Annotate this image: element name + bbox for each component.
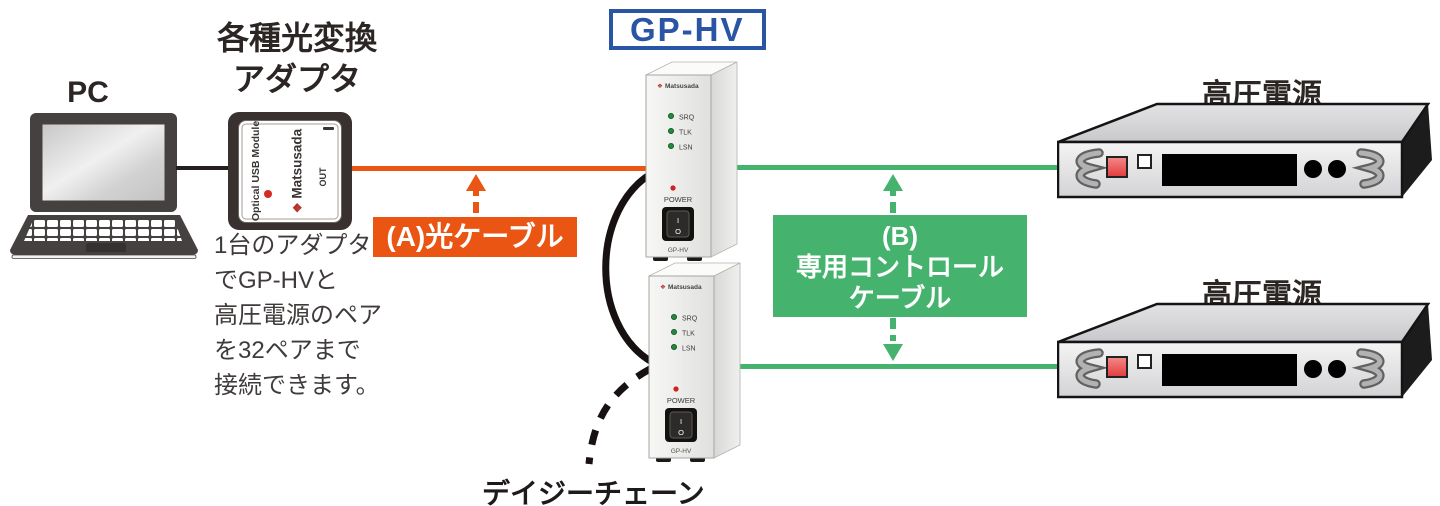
switch-off-mark: O (678, 428, 684, 437)
adapter-note: 1台のアダプタ でGP-HVと 高圧電源のペア を32ペアまで 接続できます。 (214, 228, 394, 403)
daisy-chain-cable-solid (602, 168, 656, 366)
power-switch-rocker[interactable] (666, 210, 690, 238)
srq-led-label: SRQ (679, 115, 695, 122)
power-switch-rocker[interactable] (669, 411, 693, 439)
arrow-up-icon (466, 174, 486, 191)
optical-usb-adapter: Optical USB Module ❖ Matsusada OUT (228, 112, 352, 230)
pc-label: PC (67, 76, 109, 109)
unit-model-label: GP-HV (668, 247, 689, 254)
unit-side-face (713, 262, 741, 459)
adapter-out-label: OUT (318, 167, 328, 187)
note-line: 高圧電源のペア (214, 302, 382, 329)
gp-hv-unit-1: ❖ Matsusada SRQ TLK LSN POWER I O GP-HV (645, 61, 738, 261)
matsusada-logo-icon: ❖ (660, 284, 666, 291)
unit-brand: Matsusada (668, 284, 702, 291)
psu-left-handle-face (1077, 150, 1102, 187)
gp-hv-unit-2: ❖ Matsusada SRQ TLK LSN POWER I O GP-HV (648, 262, 741, 462)
adapter-side-label: Optical USB Module (250, 120, 262, 222)
tlk-led-label: TLK (682, 331, 695, 338)
control-cable-line-1 (736, 165, 1058, 170)
psu-right-handle-face (1358, 350, 1383, 387)
arrow-dash (890, 318, 896, 329)
laptop-keyboard (24, 218, 182, 241)
srq-led-label: SRQ (682, 316, 698, 323)
switch-off-mark: O (675, 227, 681, 236)
lsn-led-label: LSN (679, 145, 693, 152)
lsn-led-label: LSN (682, 346, 696, 353)
psu-display (1162, 354, 1297, 386)
high-voltage-psu-2 (1057, 302, 1432, 399)
srq-led (667, 113, 674, 120)
arrow-stem (890, 190, 896, 196)
adapter-face: Optical USB Module ❖ Matsusada OUT (238, 120, 342, 223)
power-label: POWER (664, 195, 693, 204)
power-led (670, 185, 676, 191)
adapter-tiny-marking (323, 127, 334, 130)
arrow-dash (473, 202, 479, 213)
switch-on-mark: I (680, 417, 682, 426)
psu-left-handle-face (1077, 350, 1102, 387)
psu-top-face (1057, 302, 1431, 344)
laptop-illustration (10, 113, 198, 259)
cable-b-label-line1: (B) (881, 221, 919, 251)
tlk-led-label: TLK (679, 130, 692, 137)
psu-knob[interactable] (1304, 360, 1322, 378)
daisy-chain-cable-dashed (585, 365, 652, 465)
optical-cable-line (352, 166, 652, 171)
lsn-led (667, 143, 674, 150)
srq-led (670, 314, 677, 321)
psu-side-face (1402, 104, 1432, 197)
switch-on-mark: I (677, 216, 679, 225)
arrow-stem (473, 190, 479, 196)
laptop-trackpad (86, 243, 126, 252)
adapter-heading-line2: アダプタ (232, 61, 361, 97)
tlk-led (667, 128, 674, 135)
cable-a-label: (A)光ケーブル (373, 217, 577, 257)
psu-right-handle-face (1358, 150, 1383, 187)
arrow-stem (890, 335, 896, 341)
unit-side-face (710, 61, 738, 258)
power-led (673, 386, 679, 392)
note-line: 接続できます。 (214, 372, 380, 399)
daisy-chain-cables (585, 168, 656, 465)
usb-cable-line (176, 166, 230, 170)
power-label: POWER (667, 396, 696, 405)
cable-b-label: (B) 専用コントロール ケーブル (773, 215, 1027, 317)
psu-knob[interactable] (1304, 160, 1322, 178)
high-voltage-psu-1 (1057, 102, 1432, 199)
cable-b-label-line2: 専用コントロール (795, 252, 1004, 282)
adapter-status-led (264, 190, 272, 198)
note-line: を32ペアまで (214, 337, 361, 364)
cable-b-label-line3: ケーブル (848, 283, 952, 313)
unit-brand: Matsusada (665, 83, 699, 90)
daisy-chain-label: デイジーチェーン (482, 478, 705, 506)
psu-display (1162, 154, 1297, 186)
psu-indicator-square (1137, 154, 1152, 169)
psu-knob[interactable] (1328, 360, 1346, 378)
note-line: でGP-HVと (214, 267, 339, 294)
note-line: 1台のアダプタ (214, 232, 372, 259)
arrow-up-icon (883, 174, 903, 191)
control-cable-line-2 (731, 364, 1058, 369)
matsusada-logo-icon: ❖ (657, 83, 663, 90)
arrow-down-icon (883, 344, 903, 361)
adapter-brand: ❖ Matsusada (289, 128, 305, 214)
laptop-screen (41, 123, 166, 202)
psu-red-button[interactable] (1106, 356, 1128, 378)
adapter-heading: 各種光変換 アダプタ (192, 18, 402, 100)
laptop-front-lip (11, 254, 197, 259)
adapter-heading-line1: 各種光変換 (216, 20, 377, 56)
psu-knob[interactable] (1328, 160, 1346, 178)
unit-model-label: GP-HV (671, 448, 692, 455)
psu-top-face (1057, 102, 1431, 144)
tlk-led (670, 329, 677, 336)
psu-indicator-square (1137, 354, 1152, 369)
matsusada-logo-icon: ❖ (290, 202, 305, 214)
psu-red-button[interactable] (1106, 156, 1128, 178)
gp-hv-title-badge: GP-HV (609, 9, 766, 50)
psu-side-face (1402, 304, 1432, 397)
lsn-led (670, 344, 677, 351)
arrow-dash (890, 202, 896, 213)
